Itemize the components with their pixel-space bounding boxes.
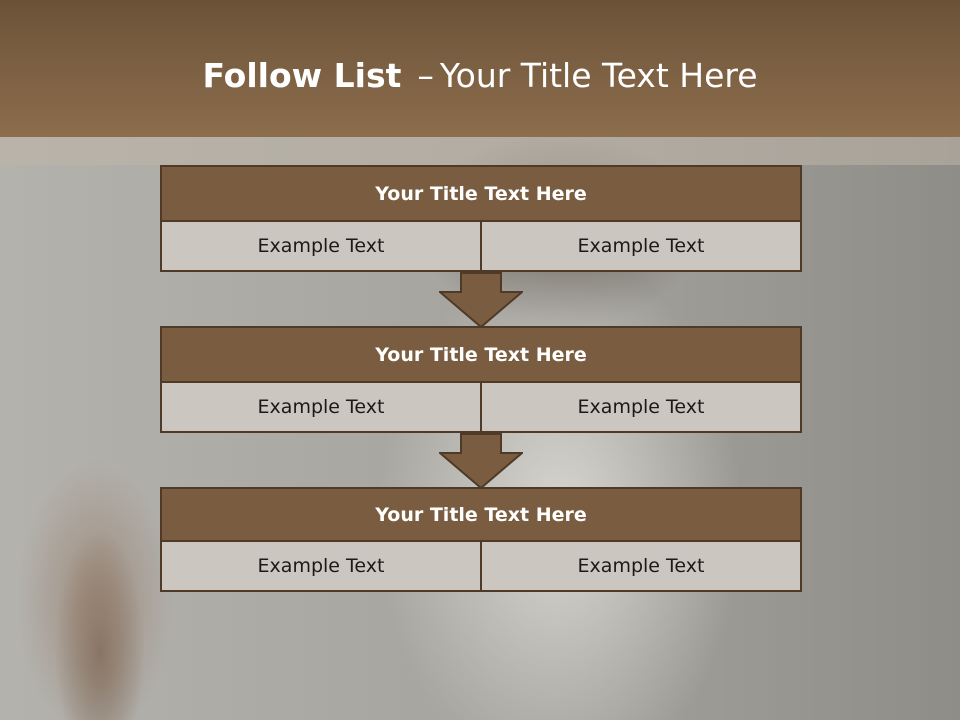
title-rest: Your Title Text Here <box>439 56 758 95</box>
block-row: Example Text Example Text <box>160 383 802 433</box>
list-block-1: Your Title Text Here Example Text Exampl… <box>160 165 802 272</box>
title-dash: – <box>417 56 434 95</box>
title-bold: Follow List <box>202 56 402 95</box>
block-cell-left: Example Text <box>160 222 482 272</box>
block-row: Example Text Example Text <box>160 222 802 272</box>
down-arrow-icon <box>439 272 523 328</box>
block-title: Your Title Text Here <box>160 165 802 222</box>
block-row: Example Text Example Text <box>160 542 802 592</box>
block-cell-right: Example Text <box>482 383 802 433</box>
slide-title: Follow List–Your Title Text Here <box>0 56 960 95</box>
header-strip <box>0 137 960 165</box>
block-title: Your Title Text Here <box>160 487 802 542</box>
block-title: Your Title Text Here <box>160 326 802 383</box>
block-cell-right: Example Text <box>482 542 802 592</box>
down-arrow-icon <box>439 433 523 489</box>
block-cell-left: Example Text <box>160 383 482 433</box>
header-band <box>0 0 960 137</box>
block-cell-left: Example Text <box>160 542 482 592</box>
list-block-2: Your Title Text Here Example Text Exampl… <box>160 326 802 433</box>
list-block-3: Your Title Text Here Example Text Exampl… <box>160 487 802 592</box>
block-cell-right: Example Text <box>482 222 802 272</box>
